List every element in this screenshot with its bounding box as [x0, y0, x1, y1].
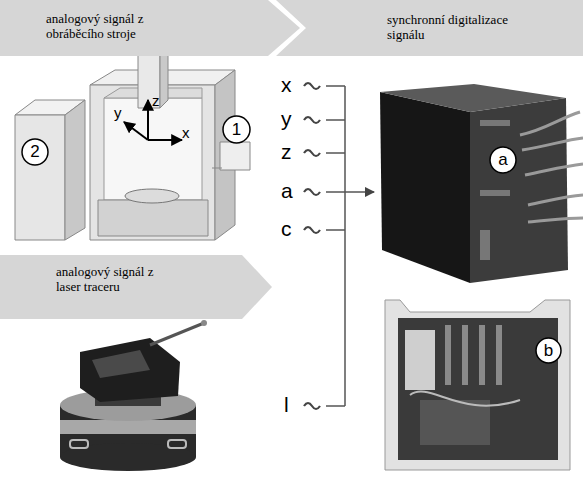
control-panel [220, 142, 250, 170]
signal-name: l [284, 393, 289, 417]
band-shape [0, 0, 300, 56]
signal-name: x [281, 73, 292, 97]
tilde-symbol [304, 189, 320, 195]
bracket-tick [326, 119, 345, 121]
callout-number: b [535, 337, 562, 364]
work-space [104, 98, 202, 200]
case-frame [385, 300, 570, 470]
bracket-tick [326, 405, 345, 407]
callout-number: 1 [222, 115, 251, 144]
bracket-tick [326, 85, 345, 87]
machine-tool [90, 36, 250, 240]
callout-text: a [489, 146, 517, 174]
signal-name: z [281, 140, 292, 164]
cabinet-front [15, 115, 65, 240]
port [480, 190, 510, 196]
mainboard [420, 400, 490, 445]
signal-name: a [281, 179, 293, 203]
band-shape [276, 0, 583, 56]
banner-band: analogový signál z obráběcího stroje [0, 0, 300, 56]
signal-name: c [281, 217, 292, 241]
callout-circle [490, 147, 516, 173]
ports [480, 120, 510, 260]
banner-band: synchronní digitalizace signálu [276, 0, 583, 56]
tilde-symbol [304, 150, 320, 156]
axis-label: z [152, 92, 160, 109]
band-text: synchronní digitalizace signálu [387, 12, 537, 42]
signal-bracket [326, 86, 374, 406]
signal-bus [304, 83, 320, 409]
cable [525, 164, 583, 175]
card [479, 325, 485, 385]
callout-text: b [535, 337, 562, 364]
case-inside [398, 318, 558, 460]
cable [522, 138, 583, 150]
banner-band-outline [276, 0, 583, 56]
axis-label: y [114, 104, 122, 121]
machine-base [98, 200, 208, 236]
tracer-handle [168, 440, 186, 448]
tilde-symbol [304, 83, 320, 89]
expansion-cards [445, 325, 502, 385]
signal-name: y [281, 107, 292, 131]
banner-band-outline [0, 0, 300, 56]
tracer-head [80, 338, 180, 402]
callout-text: 2 [21, 138, 49, 166]
callout-circle [223, 116, 250, 143]
cabinet-side [65, 100, 85, 240]
panel-arm [212, 168, 222, 169]
tilde-symbol [304, 403, 320, 409]
callout-number: 2 [21, 138, 49, 166]
tilde-symbol [304, 117, 320, 123]
tower-back [470, 98, 568, 283]
cables [520, 112, 583, 222]
tilde-symbol [304, 227, 320, 233]
band-shape [0, 255, 272, 319]
tracer-arm [150, 323, 204, 345]
bracket-tick [326, 152, 345, 154]
z-axis-arrow [147, 100, 149, 140]
cable [520, 112, 580, 135]
control-cabinet [15, 100, 85, 240]
reference-sphere [201, 320, 207, 326]
cable [528, 218, 583, 222]
machine-front [90, 85, 215, 240]
tracer-handle [70, 440, 88, 448]
banner-band: analogový signál z laser traceru [0, 255, 272, 319]
tower-top [380, 84, 566, 112]
axis-label: x [182, 124, 190, 141]
computer-interior [385, 300, 570, 470]
bracket-tick [326, 229, 345, 231]
callout-circle [536, 338, 561, 363]
card [462, 325, 468, 385]
internal-cable [410, 392, 520, 406]
bracket-line [344, 86, 346, 406]
card [445, 325, 451, 385]
cable [528, 195, 583, 205]
computer-tower [380, 84, 583, 283]
tower-side [380, 92, 470, 283]
signal-arrow [326, 191, 374, 193]
callout-circle [22, 139, 48, 165]
callout-text: 1 [222, 115, 251, 144]
laser-tracer [60, 320, 207, 471]
band-text: analogový signál z laser traceru [56, 264, 160, 294]
rotary-table [125, 189, 179, 203]
port [480, 230, 490, 260]
tracer-ring [60, 420, 196, 434]
callout-number: a [489, 146, 517, 174]
band-text: analogový signál z obráběcího stroje [46, 11, 150, 41]
card [496, 325, 502, 385]
drive-bay [405, 330, 435, 390]
x-axis-arrow [148, 139, 182, 141]
tracer-head-face [92, 350, 150, 378]
port [480, 120, 510, 126]
y-axis-arrow [124, 122, 148, 140]
